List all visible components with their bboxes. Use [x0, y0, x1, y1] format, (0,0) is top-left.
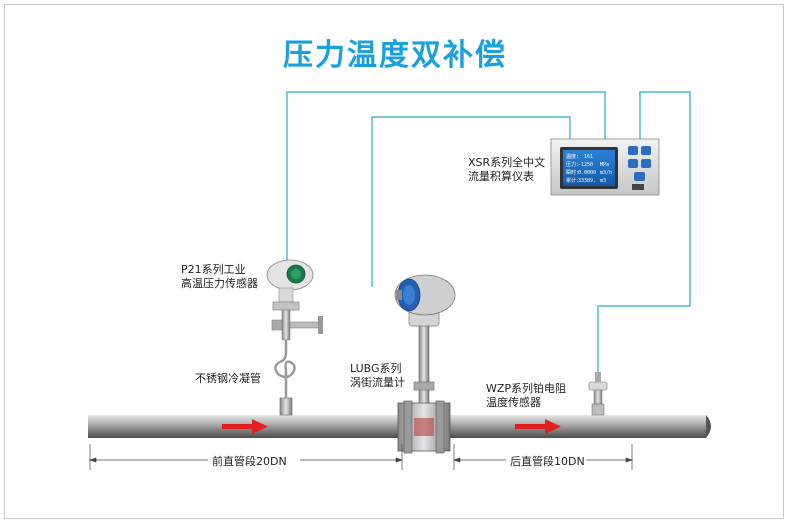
totalizer-label-line1: XSR系列全中文	[468, 156, 546, 169]
display-row3-unit: m3/h	[600, 170, 612, 176]
keypad-buttons-icon	[628, 146, 651, 190]
front-straight-section: 前直管段20DN	[212, 455, 287, 468]
pressure-label: P21系列工业 高温压力传感器	[181, 263, 258, 291]
flow-arrow-icon	[222, 419, 561, 434]
totalizer-label: XSR系列全中文 流量积算仪表	[468, 156, 545, 184]
wire-flowmeter	[371, 116, 571, 287]
flowmeter-label: LUBG系列 涡街流量计	[350, 362, 405, 390]
page-title: 压力温度双补偿	[283, 38, 507, 73]
display-row4-value: 33389.	[578, 178, 596, 184]
flow-totalizer: 温度: 161 压力: -1250 MPa 瞬时: 0.0000 m3/h 累计…	[550, 138, 660, 196]
display-row1-label: 温度:	[566, 153, 579, 160]
temperature-label: WZP系列铂电阻 温度传感器	[486, 382, 566, 410]
dimension-lines	[88, 444, 634, 470]
display-panel-icon	[563, 150, 615, 186]
display-row1-value: 161	[584, 154, 593, 160]
display-row4-unit: m3	[600, 178, 606, 184]
vortex-flowmeter	[394, 274, 456, 454]
display-row2-unit: MPa	[600, 162, 609, 168]
wire-pressure	[286, 91, 606, 262]
display-row3-value: 0.0000	[578, 170, 596, 176]
pressure-label-line1: P21系列工业	[181, 263, 246, 276]
signal-wires	[286, 91, 691, 378]
wire-temperature	[597, 91, 691, 378]
display-row3-label: 瞬时:	[566, 169, 579, 176]
display-row2-value: -1250	[578, 162, 593, 168]
temperature-label-line2: 温度传感器	[486, 396, 541, 409]
pressure-transmitter	[266, 259, 323, 341]
pressure-label-line2: 高温压力传感器	[181, 277, 258, 290]
flowmeter-label-line1: LUBG系列	[350, 362, 402, 375]
diagram-frame	[4, 4, 784, 519]
temperature-sensor	[588, 372, 608, 416]
rear-straight-section: 后直管段10DN	[510, 455, 585, 468]
pressure-tap	[279, 397, 293, 416]
display-row2-label: 压力:	[566, 161, 579, 168]
flowmeter-label-line2: 涡街流量计	[350, 376, 405, 389]
condensate-coil	[274, 340, 296, 398]
totalizer-label-line2: 流量积算仪表	[468, 170, 534, 183]
tube-label: 不锈钢冷凝管	[195, 372, 261, 385]
display-row4-label: 累计:	[566, 177, 579, 184]
temperature-label-line1: WZP系列铂电阻	[486, 382, 567, 395]
